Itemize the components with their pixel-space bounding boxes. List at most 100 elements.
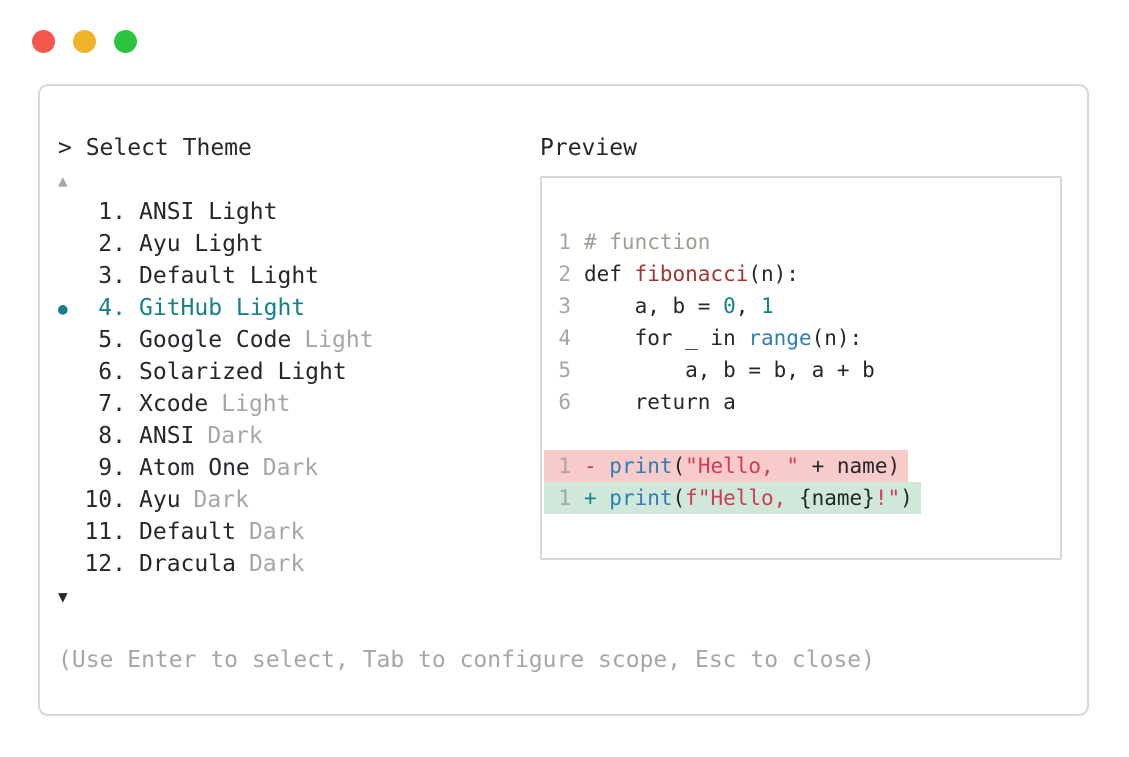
theme-number: 9. — [98, 455, 126, 481]
theme-option[interactable]: 9. Atom One Dark — [58, 452, 875, 484]
theme-number: 4. — [98, 295, 126, 321]
theme-option[interactable]: ● 4. GitHub Light — [58, 292, 875, 324]
line-number: 3 — [558, 294, 571, 318]
theme-option[interactable]: 5. Google Code Light — [58, 324, 875, 356]
diff-line: 1- print("Hello, " + name) — [544, 450, 909, 482]
code-token: 0 — [723, 294, 736, 318]
line-number: 4 — [558, 326, 571, 350]
code-token: a, b = b, a + b — [584, 358, 875, 382]
theme-number: 1. — [98, 199, 126, 225]
theme-number: 12. — [84, 551, 126, 577]
theme-option[interactable]: 8. ANSI Dark — [58, 420, 875, 452]
code-token: a, b = — [584, 294, 724, 318]
theme-list-column: > Select Theme ▲ 1. ANSI Light 2. Ayu Light… — [58, 132, 875, 676]
code-token: !" — [874, 486, 901, 510]
theme-variant: Dark — [248, 551, 305, 577]
code-token: range — [748, 326, 812, 350]
theme-option[interactable]: 12. Dracula Dark — [58, 548, 875, 580]
theme-name: Ayu — [139, 487, 181, 513]
theme-name: ANSI — [139, 423, 195, 449]
blank-line — [558, 418, 1060, 450]
theme-variant: Dark — [207, 423, 263, 449]
theme-variant: Light — [304, 327, 374, 353]
close-button[interactable] — [32, 30, 55, 53]
scroll-down-icon[interactable]: ▼ — [58, 586, 68, 606]
code-token: 1 — [761, 294, 774, 318]
code-token: # function — [584, 230, 711, 254]
theme-number: 7. — [98, 391, 126, 417]
code-token: "Hello, " — [685, 454, 799, 478]
code-token: - — [584, 454, 610, 478]
theme-name: Default — [139, 519, 236, 545]
code-token: + — [584, 486, 610, 510]
theme-option[interactable]: 7. Xcode Light — [58, 388, 875, 420]
theme-number: 11. — [84, 519, 126, 545]
code-token: f"Hello, — [685, 486, 799, 510]
theme-picker-panel: > Select Theme ▲ 1. ANSI Light 2. Ayu Light… — [38, 84, 1089, 716]
code-line: 2 def fibonacci(n): — [558, 258, 1060, 290]
code-line: 1 # function — [558, 226, 1060, 258]
code-token: print — [609, 486, 673, 510]
minimize-button[interactable] — [73, 30, 96, 53]
preview-title: Preview — [540, 135, 637, 161]
theme-list: 1. ANSI Light 2. Ayu Light 3. Default Light ● 4… — [58, 196, 875, 580]
diff-line: 1+ print(f"Hello, {name}!") — [544, 482, 921, 514]
line-number: 6 — [558, 390, 571, 414]
spacer — [58, 612, 875, 644]
line-number: 1 — [558, 454, 571, 478]
theme-name: Google Code — [139, 327, 292, 353]
theme-name: Dracula — [139, 551, 236, 577]
theme-name: Default Light — [139, 263, 320, 289]
maximize-button[interactable] — [114, 30, 137, 53]
theme-option[interactable]: 3. Default Light — [58, 260, 875, 292]
scroll-up-icon[interactable]: ▲ — [58, 170, 68, 190]
theme-option[interactable]: 11. Default Dark — [58, 516, 875, 548]
code-line: 5 a, b = b, a + b — [558, 354, 1060, 386]
code-token: print — [609, 454, 673, 478]
code-token: + name) — [798, 454, 901, 478]
theme-number: 6. — [98, 359, 126, 385]
theme-name: Xcode — [139, 391, 209, 417]
theme-name: ANSI Light — [139, 199, 278, 225]
code-token: {name} — [798, 486, 875, 510]
theme-number: 8. — [98, 423, 126, 449]
code-line: 4 for _ in range(n): — [558, 322, 1060, 354]
theme-option[interactable]: 1. ANSI Light — [58, 196, 875, 228]
theme-variant: Dark — [248, 519, 305, 545]
code-line: 6 return a — [558, 386, 1060, 418]
line-number: 5 — [558, 358, 571, 382]
code-token: fibonacci — [634, 262, 749, 286]
theme-name: Solarized Light — [139, 359, 347, 385]
theme-option[interactable]: 6. Solarized Light — [58, 356, 875, 388]
theme-variant: Dark — [262, 455, 319, 481]
theme-variant: Light — [221, 391, 291, 417]
line-number: 2 — [558, 262, 571, 286]
theme-number: 3. — [98, 263, 126, 289]
theme-variant: Dark — [193, 487, 249, 513]
code-token: for _ in — [584, 326, 749, 350]
code-token: ( — [672, 486, 686, 510]
line-number: 1 — [558, 230, 571, 254]
code-token: def — [584, 262, 635, 286]
selected-bullet-icon: ● — [58, 298, 68, 318]
code-token: ( — [672, 454, 686, 478]
theme-name: Ayu Light — [139, 231, 264, 257]
line-number: 1 — [558, 486, 571, 510]
theme-name: GitHub Light — [139, 295, 306, 321]
theme-option[interactable]: 2. Ayu Light — [58, 228, 875, 260]
code-line: 3 a, b = 0, 1 — [558, 290, 1060, 322]
code-token: , — [735, 294, 762, 318]
code-token: (n): — [811, 326, 863, 350]
code-token: return a — [584, 390, 736, 414]
select-theme-title: > Select Theme — [58, 135, 252, 161]
theme-number: 5. — [98, 327, 126, 353]
theme-name: Atom One — [139, 455, 250, 481]
code-token: (n): — [748, 262, 799, 286]
keyboard-hint: (Use Enter to select, Tab to configure s… — [58, 647, 875, 673]
theme-number: 2. — [98, 231, 126, 257]
